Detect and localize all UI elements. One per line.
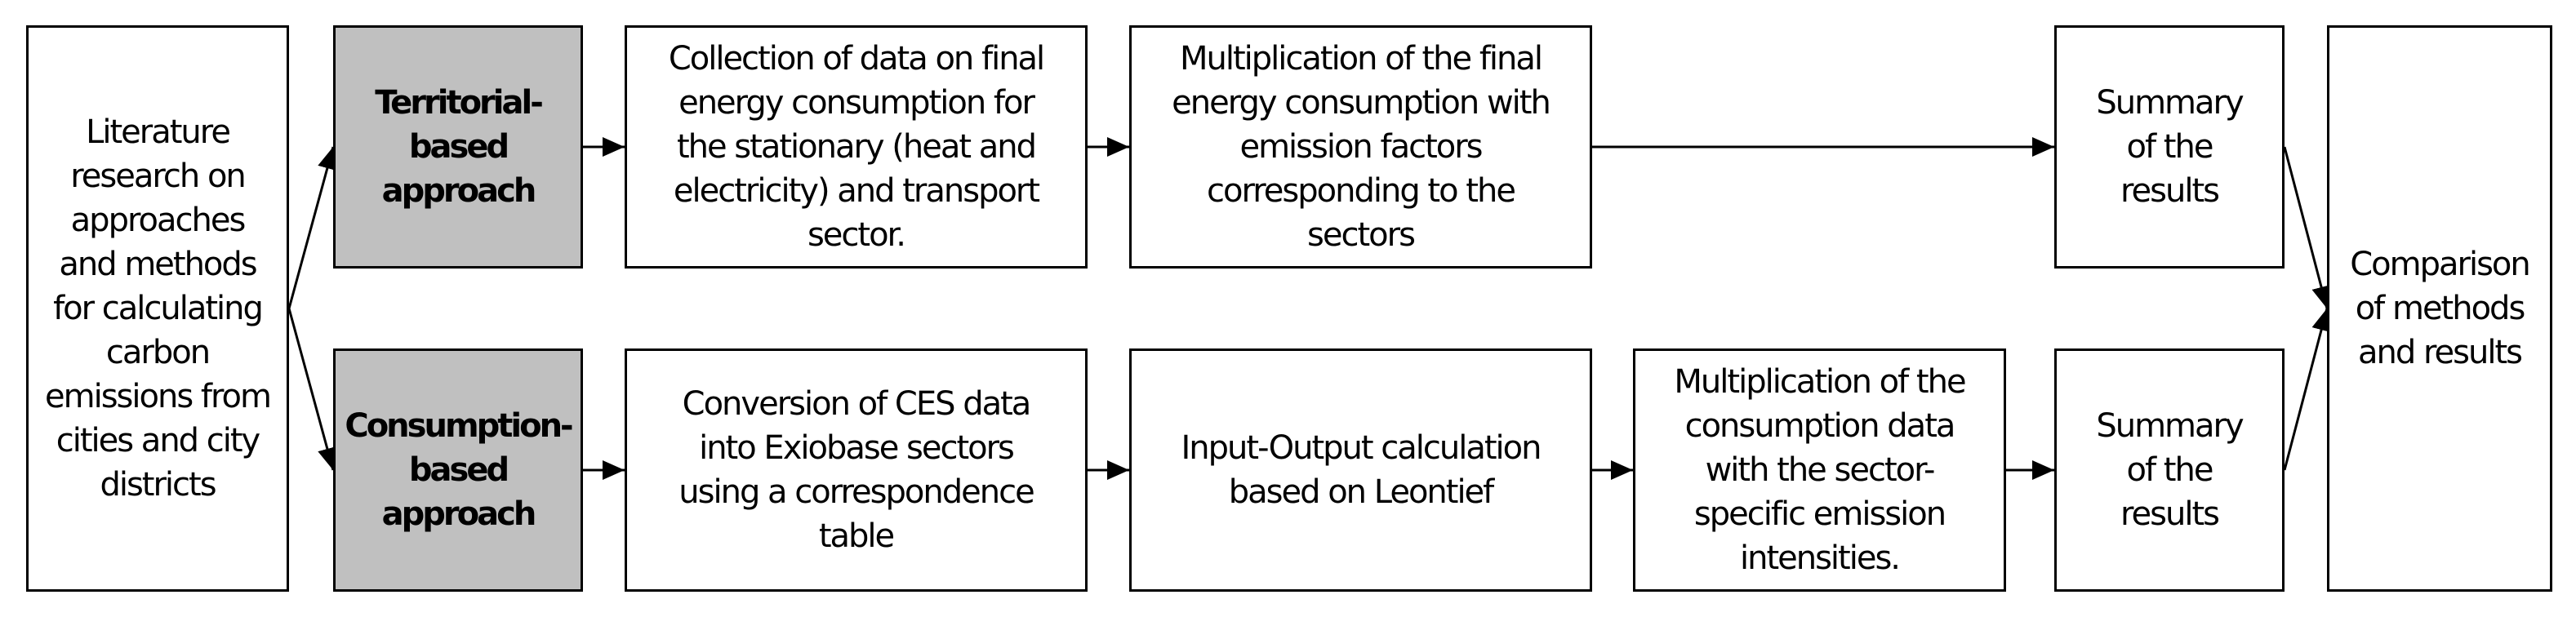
input-output-calculation-box: Input-Output calculation based on Leonti… [1129,348,1592,592]
summary-results-bottom-box: Summary of the results [2054,348,2285,592]
multiplication-consumption-box: Multiplication of the consumption data w… [1633,348,2006,592]
multiplication-consumption-text: Multiplication of the consumption data w… [1674,363,1966,577]
arrow-summary-top-to-comparison [2283,146,2331,309]
comparison-text: Comparison of methods and results [2350,246,2530,371]
territorial-approach-label: Territorial- based approach [375,84,544,210]
ces-conversion-text: Conversion of CES data into Exiobase sec… [678,385,1034,555]
arrow-literature-to-territorial [287,146,337,309]
literature-research-text: Literature research on approaches and me… [45,113,272,504]
arrow-literature-to-consumption [287,308,337,471]
consumption-approach-box: Consumption- based approach [333,348,583,592]
summary-results-bottom-text: Summary of the results [2096,407,2244,533]
consumption-approach-label: Consumption- based approach [345,407,573,533]
summary-results-top-box: Summary of the results [2054,25,2285,269]
comparison-box: Comparison of methods and results [2327,25,2552,592]
data-collection-box: Collection of data on final energy consu… [625,25,1088,269]
literature-research-box: Literature research on approaches and me… [26,25,289,592]
input-output-calculation-text: Input-Output calculation based on Leonti… [1181,429,1542,511]
multiplication-final-energy-box: Multiplication of the final energy consu… [1129,25,1592,269]
arrow-summary-bottom-to-comparison [2283,308,2331,471]
ces-conversion-box: Conversion of CES data into Exiobase sec… [625,348,1088,592]
summary-results-top-text: Summary of the results [2096,84,2244,210]
multiplication-final-energy-text: Multiplication of the final energy consu… [1172,40,1551,254]
connector-arrows [287,137,2331,480]
territorial-approach-box: Territorial- based approach [333,25,583,269]
data-collection-text: Collection of data on final energy consu… [668,40,1045,254]
